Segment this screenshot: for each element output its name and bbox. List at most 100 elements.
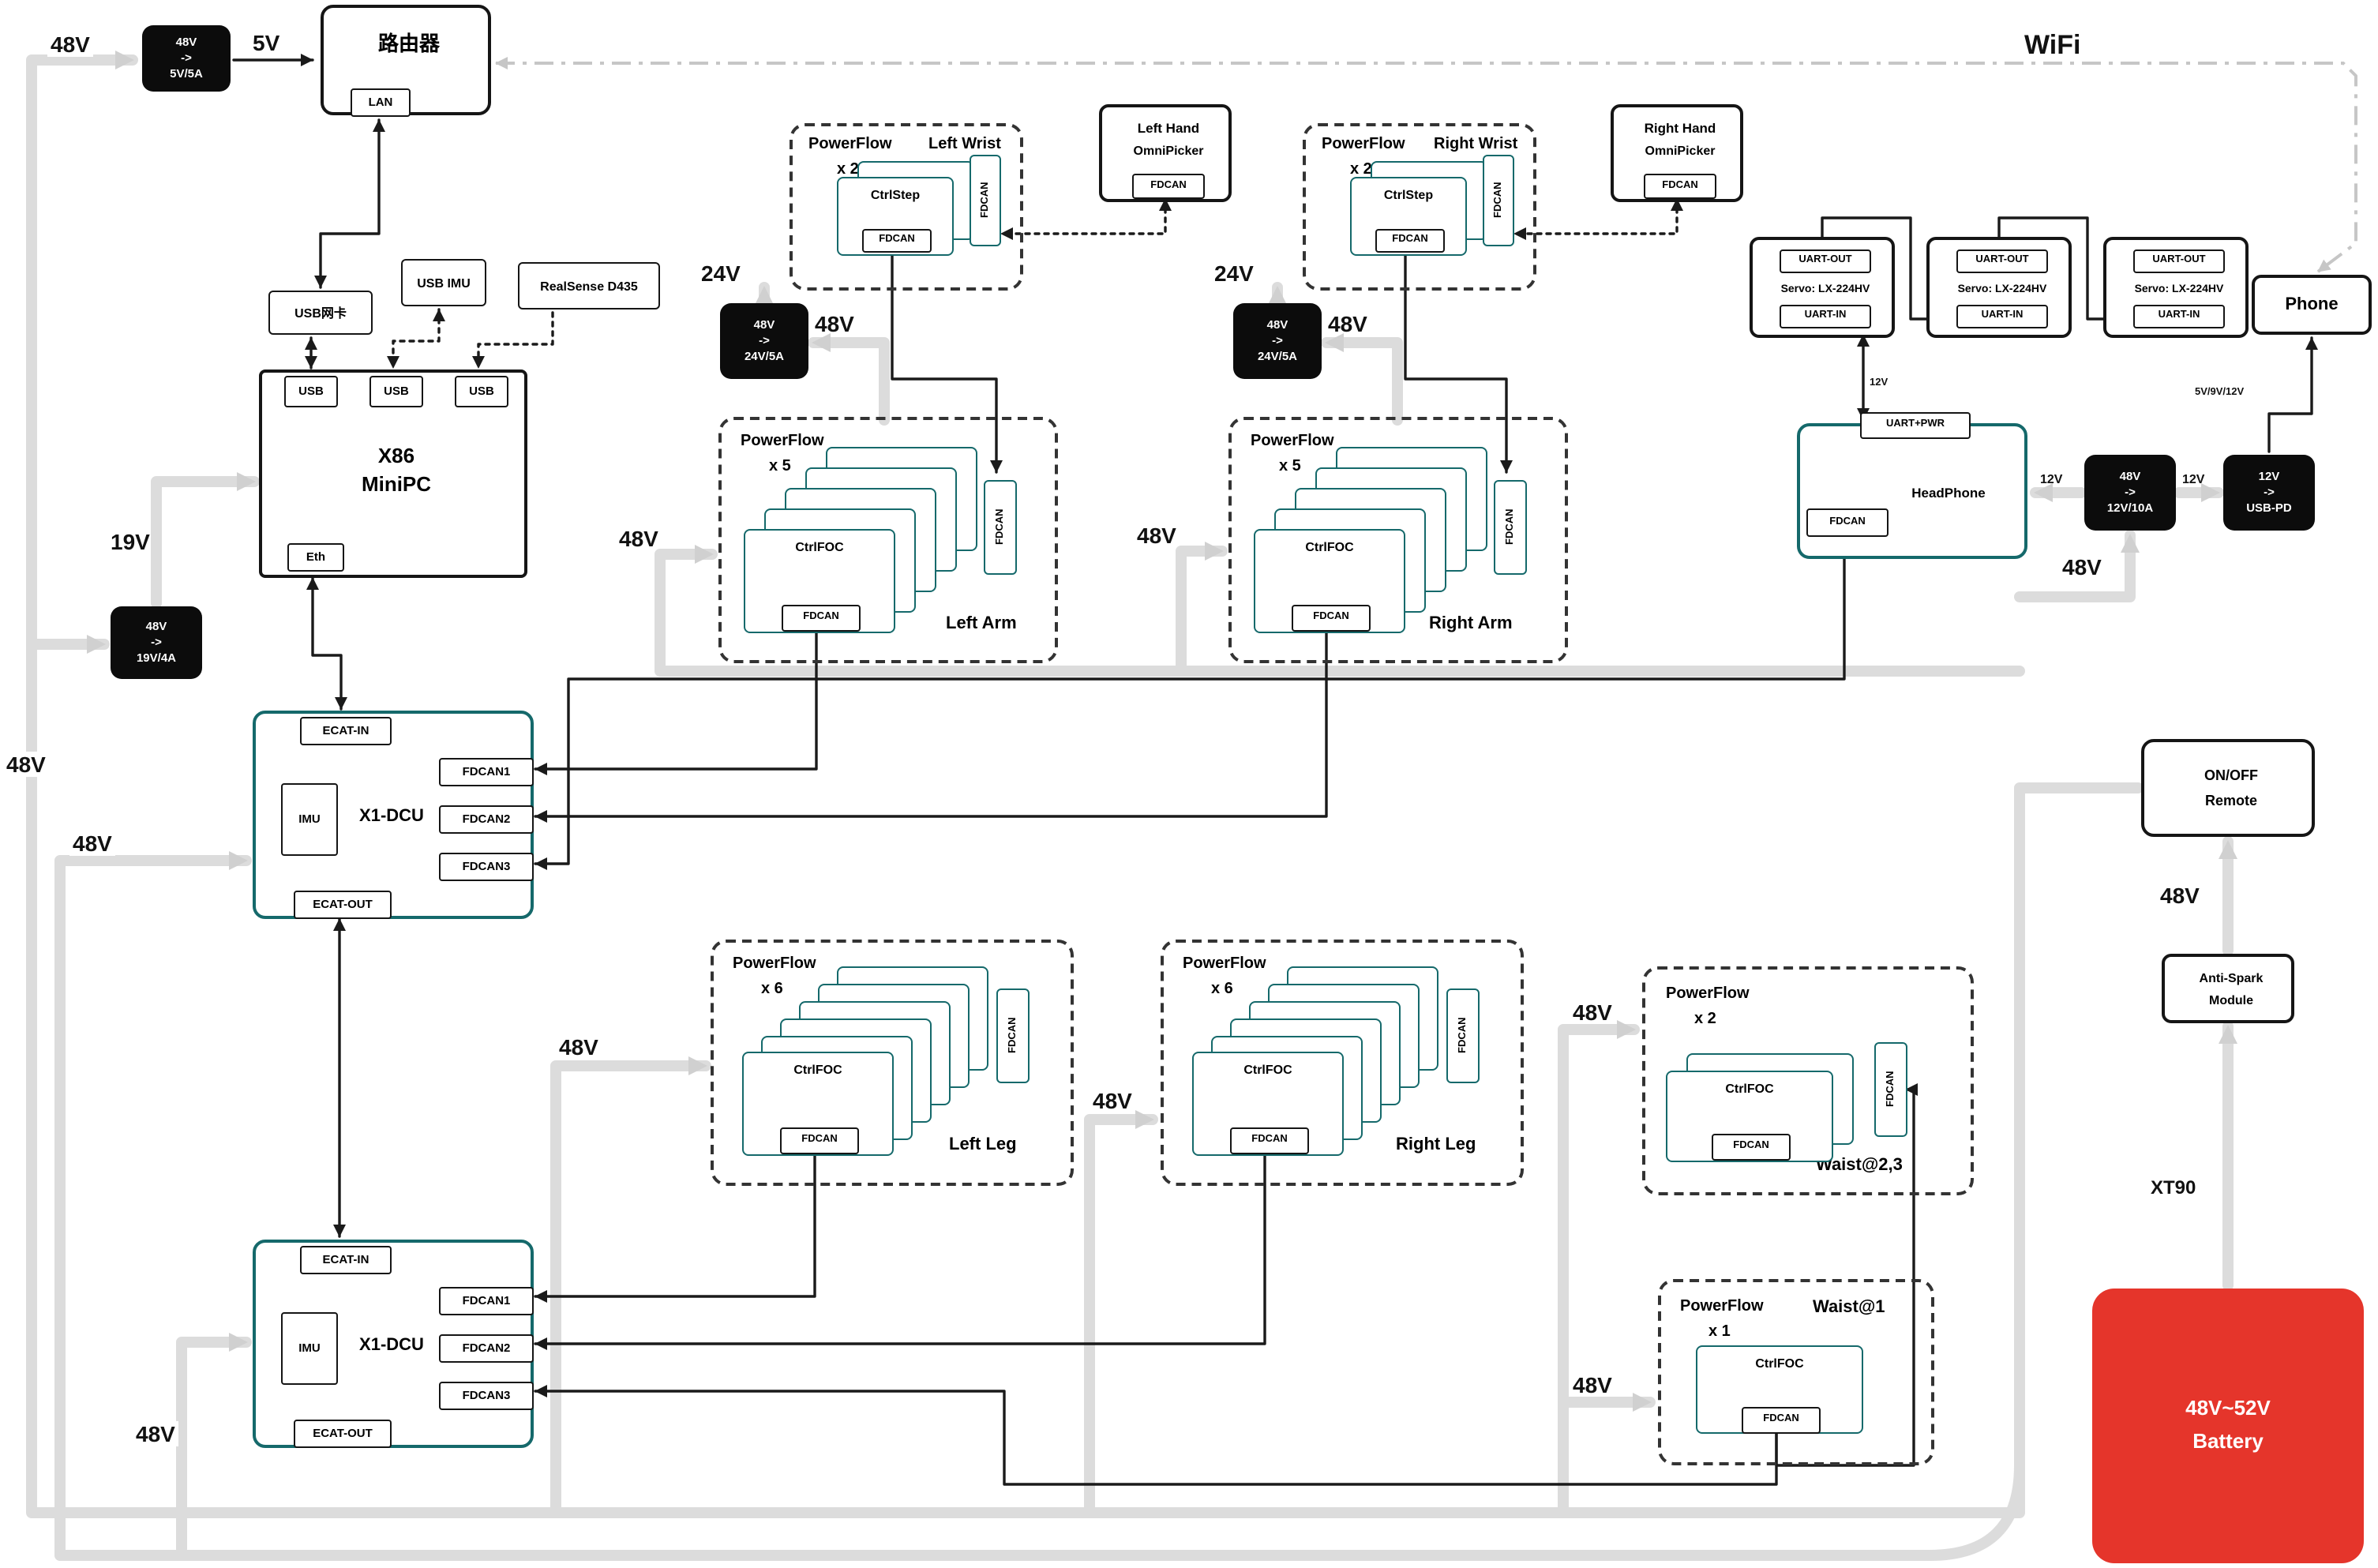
converter-48v-12v: 48V -> 12V/10A xyxy=(2084,455,2176,531)
hand-title: Left Hand xyxy=(1137,120,1200,136)
fdcan1-port: FDCAN1 xyxy=(439,1287,534,1315)
label-48v: 48V xyxy=(133,1421,178,1446)
group-count: x 1 xyxy=(1708,1323,1731,1341)
fdcan-tab: FDCAN xyxy=(1446,988,1480,1083)
group-count: x 6 xyxy=(1211,981,1233,998)
group-count: x 2 xyxy=(1350,161,1372,178)
fdcan-port: FDCAN xyxy=(1132,174,1205,199)
wire-19v-pc xyxy=(151,472,260,609)
pc-title-2: MiniPC xyxy=(361,471,432,495)
fdcan-port: FDCAN xyxy=(780,1127,859,1154)
conv-arrow: -> xyxy=(2125,485,2136,500)
wire-48v-conv12 xyxy=(2014,530,2140,602)
conv-in: 48V xyxy=(753,317,775,332)
ctrlfoc-label: CtrlFOC xyxy=(1305,540,1354,554)
usb-net-adapter: USB网卡 xyxy=(268,291,373,335)
on-off-remote: ON/OFF Remote xyxy=(2141,739,2315,837)
group-count: x 6 xyxy=(761,981,783,998)
group-name: Left Leg xyxy=(949,1135,1017,1154)
imu-module: IMU xyxy=(281,1312,338,1385)
label-48v: 48V xyxy=(815,311,854,336)
ctrlstep-card: CtrlStep FDCAN xyxy=(1350,177,1467,256)
usb-port-1: USB xyxy=(284,376,338,407)
conv-in: 48V xyxy=(1266,317,1288,332)
uart-in-port: UART-IN xyxy=(2133,305,2225,328)
router-title: 路由器 xyxy=(377,31,440,54)
converter-48v-5v: 48V -> 5V/5A xyxy=(142,25,231,92)
router: 路由器 LAN xyxy=(321,5,491,117)
fdcan3-port: FDCAN3 xyxy=(439,853,534,881)
label-5v: 5V xyxy=(253,30,280,55)
pc-title-1: X86 xyxy=(377,443,415,467)
label-48v: 48V xyxy=(559,1034,598,1060)
label-12v: 12V xyxy=(1870,377,1889,388)
lan-port: LAN xyxy=(351,88,411,117)
ctrlstep-label: CtrlStep xyxy=(1383,188,1434,202)
imu-module: IMU xyxy=(281,783,338,856)
group-name: Right Arm xyxy=(1429,614,1513,633)
x86-minipc: USB USB USB X86 MiniPC Eth xyxy=(259,369,527,578)
fdcan3-port: FDCAN3 xyxy=(439,1382,534,1410)
label-12v: 12V xyxy=(2040,472,2063,486)
line-leftarm-fdcan1 xyxy=(534,627,818,775)
group-powerflow-label: PowerFlow xyxy=(1251,433,1334,450)
label-48v: 48V xyxy=(1093,1088,1132,1113)
group-powerflow-label: PowerFlow xyxy=(1666,985,1750,1003)
line-wifi xyxy=(495,57,2357,273)
label-48v: 48V xyxy=(2062,554,2102,580)
right-hand-omnipicker: Right Hand OmniPicker FDCAN xyxy=(1611,104,1743,202)
phone-label: Phone xyxy=(2285,295,2339,314)
fdcan-port: FDCAN xyxy=(1806,508,1889,537)
conv-out: USB-PD xyxy=(2246,500,2292,515)
uart-out-port: UART-OUT xyxy=(2133,249,2225,273)
line-lan-usbnet xyxy=(314,118,385,289)
conv-out: 19V/4A xyxy=(136,650,177,665)
fdcan-tab: FDCAN xyxy=(1483,155,1514,246)
ctrlfoc-card: CtrlFOC FDCAN xyxy=(1696,1345,1863,1434)
label-48v: 48V xyxy=(69,831,115,856)
ctrlfoc-card: CtrlFOC FDCAN xyxy=(744,529,895,633)
servo-label: Servo: LX-224HV xyxy=(2134,283,2224,294)
wire-48v-conv24-left xyxy=(808,333,890,426)
fdcan-port: FDCAN xyxy=(1230,1127,1309,1154)
line-headphone-fdcan3 xyxy=(534,535,1846,870)
group-powerflow-label: PowerFlow xyxy=(1183,955,1266,973)
fdcan-port: FDCAN xyxy=(1644,174,1716,199)
label-wifi: WiFi xyxy=(2024,30,2081,60)
servo-3: UART-OUT Servo: LX-224HV UART-IN xyxy=(2103,237,2249,338)
group-powerflow-label: PowerFlow xyxy=(808,136,892,153)
label-48v: 48V xyxy=(2160,883,2200,908)
converter-48v-19v: 48V -> 19V/4A xyxy=(111,606,202,679)
ctrlstep-card: CtrlStep FDCAN xyxy=(837,177,954,256)
group-count: x 5 xyxy=(1279,458,1301,475)
group-right-wrist: PowerFlow x 2 Right Wrist CtrlStep FDCAN… xyxy=(1303,123,1536,291)
conv-in: 48V xyxy=(175,35,197,50)
conv-arrow: -> xyxy=(1272,333,1283,348)
line-leftleg-fdcan1 xyxy=(534,1150,816,1303)
conv-in: 48V xyxy=(2119,469,2141,484)
group-waist23: PowerFlow x 2 Waist@2,3 CtrlFOC FDCAN FD… xyxy=(1642,966,1974,1195)
left-hand-omnipicker: Left Hand OmniPicker FDCAN xyxy=(1099,104,1232,202)
fdcan-port: FDCAN xyxy=(782,605,861,632)
label-phone-voltages: 5V/9V/12V xyxy=(2195,387,2245,398)
ecat-in-port: ECAT-IN xyxy=(300,717,392,745)
wire-48v-right-leg xyxy=(1084,1110,1158,1518)
ctrlfoc-label: CtrlFOC xyxy=(1243,1063,1292,1077)
group-left-arm: PowerFlow x 5 Left Arm CtrlFOC FDCAN FDC… xyxy=(718,417,1058,663)
fdcan-port: FDCAN xyxy=(1712,1134,1791,1161)
group-powerflow-label: PowerFlow xyxy=(1680,1298,1764,1315)
group-powerflow-label: PowerFlow xyxy=(1322,136,1405,153)
line-righthand-wrist xyxy=(1513,197,1683,240)
dcu-title: X1-DCU xyxy=(359,1336,424,1355)
uart-in-port: UART-IN xyxy=(1780,305,1871,328)
label-24v: 24V xyxy=(701,261,741,286)
x1-dcu-lower: ECAT-IN IMU X1-DCU FDCAN1 FDCAN2 FDCAN3 … xyxy=(253,1240,534,1448)
phone: Phone xyxy=(2252,275,2372,335)
headphone-title: HeadPhone xyxy=(1911,485,1986,501)
wire-48v-left-leg xyxy=(550,1056,711,1518)
hand-title: Right Hand xyxy=(1644,120,1716,136)
converter-48v-24v-right: 48V -> 24V/5A xyxy=(1233,303,1322,379)
label-48v: 48V xyxy=(1573,1372,1612,1397)
ctrlfoc-label: CtrlFOC xyxy=(795,540,844,554)
